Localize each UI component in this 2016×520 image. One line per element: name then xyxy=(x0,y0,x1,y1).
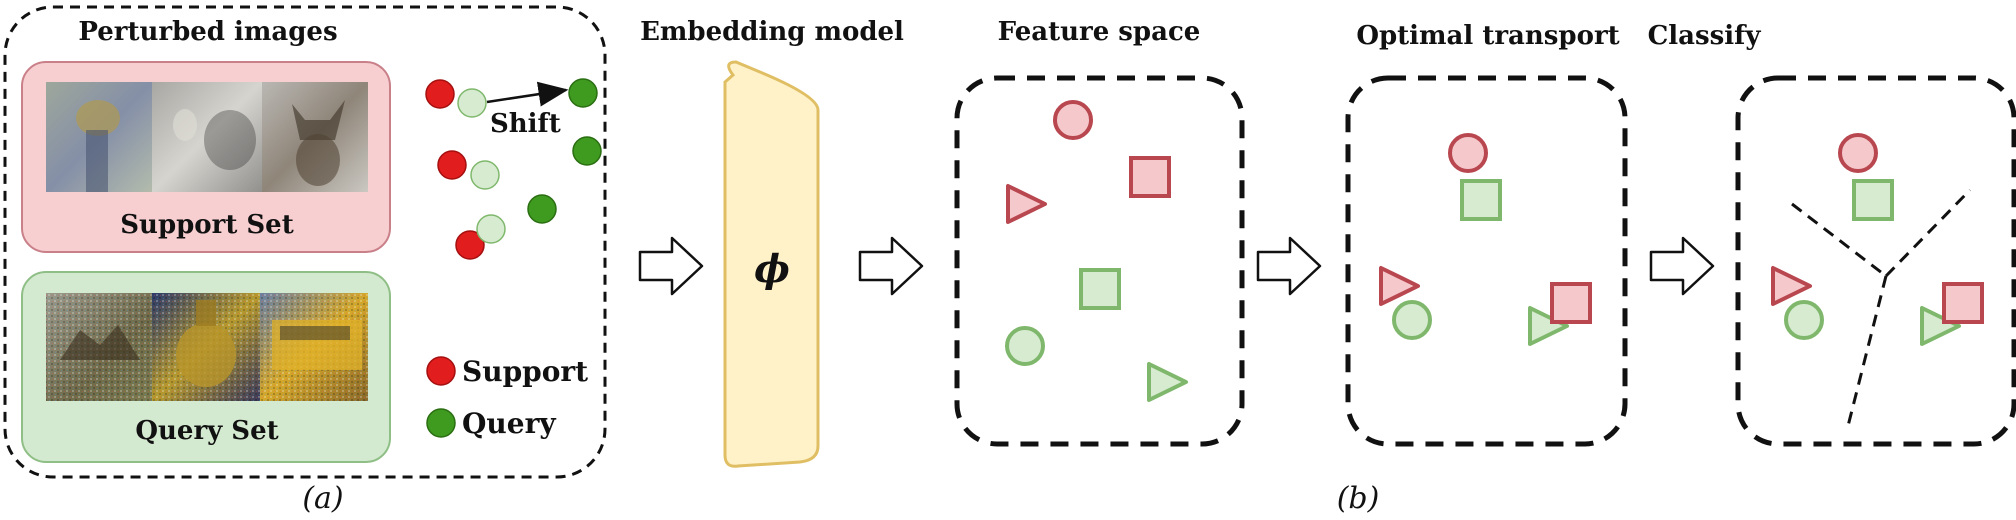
shift-label: Shift xyxy=(490,109,561,139)
classify-red-square xyxy=(1942,282,1984,324)
support-image-strip xyxy=(46,82,368,192)
block-arrow-1 xyxy=(638,236,704,296)
support-point xyxy=(437,150,467,180)
ot-green-square xyxy=(1460,179,1502,221)
feature-red-triangle xyxy=(1006,184,1047,224)
classify-green-triangle xyxy=(1920,306,1961,346)
ot-green-triangle xyxy=(1528,306,1569,346)
block-arrow-4 xyxy=(1649,236,1715,296)
embedding-model-shape xyxy=(723,60,820,468)
feature-red-square xyxy=(1129,156,1171,198)
query-point xyxy=(568,78,598,108)
classify-green-circle xyxy=(1784,300,1824,340)
support-point xyxy=(425,79,455,109)
legend-support-marker xyxy=(426,356,456,386)
legend-query-marker xyxy=(426,408,456,438)
caption-a: (a) xyxy=(302,481,343,516)
feature-green-square xyxy=(1079,268,1121,310)
decision-boundaries xyxy=(1791,188,1972,427)
block-arrow-2 xyxy=(858,236,924,296)
classify-red-circle xyxy=(1838,133,1878,173)
legend: Support Query xyxy=(426,355,588,440)
ot-red-triangle xyxy=(1379,266,1420,306)
ot-red-circle xyxy=(1448,133,1488,173)
shift-arrow xyxy=(486,81,569,107)
points-cloud xyxy=(425,78,602,260)
panel-a-title: Perturbed images xyxy=(78,17,337,47)
optimal-transport-title: Optimal transport xyxy=(1356,21,1619,51)
optimal-transport-frame xyxy=(1345,75,1628,447)
feature-red-circle xyxy=(1053,100,1093,140)
shifted-point xyxy=(476,214,506,244)
query-point xyxy=(572,136,602,166)
feature-space-title: Feature space xyxy=(998,17,1201,47)
feature-green-triangle xyxy=(1147,362,1188,402)
classify-frame xyxy=(1735,75,2016,447)
block-arrow-3 xyxy=(1256,236,1322,296)
shifted-point xyxy=(457,88,487,118)
query-image-strip xyxy=(46,293,368,401)
shifted-point xyxy=(470,160,500,190)
embedding-title: Embedding model xyxy=(640,17,904,47)
legend-query-label: Query xyxy=(462,407,556,440)
ot-green-circle xyxy=(1392,300,1432,340)
ot-red-square xyxy=(1550,282,1592,324)
legend-support-label: Support xyxy=(462,355,588,388)
classify-green-square xyxy=(1852,179,1894,221)
feature-space-frame xyxy=(954,75,1245,447)
classify-title: Classify xyxy=(1648,21,1762,51)
classify-red-triangle xyxy=(1771,266,1812,306)
caption-b: (b) xyxy=(1337,481,1380,516)
panel-a-frame xyxy=(3,5,607,479)
query-point xyxy=(527,194,557,224)
query-set-label: Query Set xyxy=(135,416,278,446)
support-set-label: Support Set xyxy=(120,210,293,240)
support-point xyxy=(455,230,485,260)
embedding-symbol: ϕ xyxy=(754,246,790,291)
feature-green-circle xyxy=(1005,326,1045,366)
